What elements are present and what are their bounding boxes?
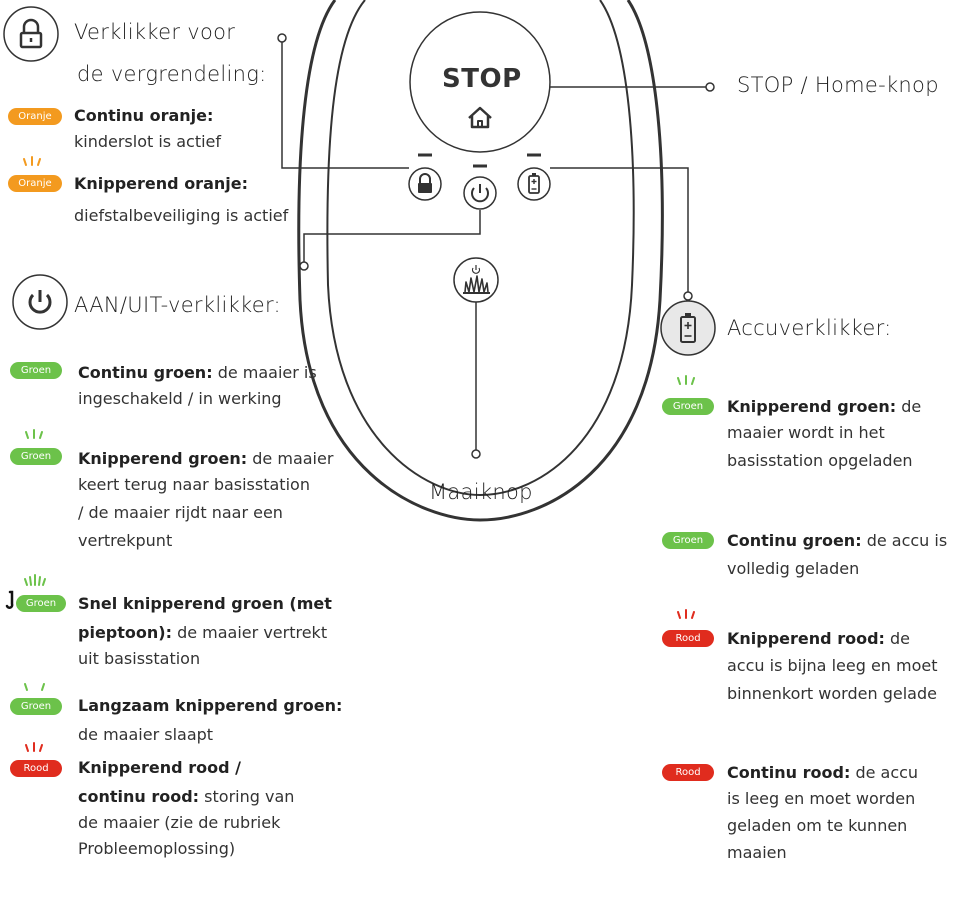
status-badge: Oranje — [8, 108, 62, 125]
item-desc: maaier wordt in het — [727, 423, 885, 442]
beep-icon — [5, 590, 14, 609]
item-desc: kinderslot is actief — [74, 132, 222, 151]
power-heading: AAN/UIT-verklikker: — [74, 293, 281, 317]
item-desc: vertrekpunt — [78, 531, 173, 550]
power-leader — [303, 210, 481, 262]
item-desc-inline: de — [901, 397, 922, 416]
power-icon — [463, 176, 497, 210]
blink-icon-power-1 — [25, 429, 43, 439]
item-desc: maaien — [727, 843, 787, 862]
item-title-cont: pieptoon): — [78, 623, 172, 642]
blink-icon-battery-red — [677, 609, 695, 619]
stop-button-circle — [409, 11, 551, 153]
item-desc: is leeg en moet worden — [727, 789, 916, 808]
item-title: Continu rood: — [727, 763, 851, 782]
item-title: Knipperend rood: — [727, 629, 885, 648]
lock-leader — [281, 42, 409, 169]
battery-icon — [517, 167, 551, 201]
list-item: continu rood: storing van — [78, 784, 294, 810]
slow-blink-icon — [24, 683, 45, 691]
item-desc: volledig geladen — [727, 559, 860, 578]
battery-heading: Accuverklikker: — [727, 316, 892, 340]
item-title-cont: continu rood: — [78, 787, 200, 806]
item-desc: diefstalbeveiliging is actief — [74, 206, 289, 225]
lock-heading-line2: de vergrendeling: — [77, 62, 267, 86]
status-badge: Groen — [662, 532, 714, 549]
status-badge: Rood — [662, 764, 714, 781]
item-desc: Probleemoplossing) — [78, 839, 236, 858]
list-item: Continu groen: de maaier is — [78, 360, 317, 386]
mow-button-callout: Maaiknop — [429, 480, 533, 504]
leader-lines — [277, 33, 715, 459]
stop-button: STOP — [442, 64, 522, 94]
header-battery-icon — [660, 300, 716, 356]
item-desc: / de maaier rijdt naar een — [78, 503, 283, 522]
list-item: Knipperend rood: de — [727, 626, 910, 652]
panel-inner-outline — [326, 0, 635, 497]
item-title: Continu groen: — [78, 363, 213, 382]
status-badge: Oranje — [8, 175, 62, 192]
fast-blink-icon — [24, 574, 46, 586]
item-desc-inline: storing van — [204, 787, 295, 806]
item-title: Knipperend oranje: — [74, 174, 248, 193]
list-item: Continu rood: de accu — [727, 760, 918, 786]
item-desc-inline: de accu is — [866, 531, 948, 550]
item-title: Continu groen: — [727, 531, 862, 550]
list-item: Knipperend groen: de — [727, 394, 921, 420]
item-desc-inline: de — [890, 629, 911, 648]
status-badge: Groen — [10, 698, 62, 715]
item-title: Knipperend rood / — [78, 758, 241, 777]
lock-icon — [408, 167, 442, 201]
home-icon — [468, 106, 492, 129]
item-desc: de maaier (zie de rubriek — [78, 813, 281, 832]
header-power-icon — [12, 274, 68, 330]
item-title: Snel knipperend groen (met — [78, 594, 332, 613]
item-desc: uit basisstation — [78, 649, 201, 668]
item-desc: ingeschakeld / in werking — [78, 389, 282, 408]
item-desc-inline: de maaier vertrekt — [177, 623, 328, 642]
item-desc: binnenkort worden gelade — [727, 684, 937, 703]
blink-icon-lock — [23, 156, 41, 166]
item-desc-inline: de accu — [855, 763, 919, 782]
list-item: Continu groen: de accu is — [727, 528, 947, 554]
item-desc: keert terug naar basisstation — [78, 475, 310, 494]
battery-leader — [550, 167, 689, 292]
status-badge: Groen — [10, 362, 62, 379]
item-desc: accu is bijna leeg en moet — [727, 656, 938, 675]
header-lock-icon — [3, 6, 59, 62]
status-badge: Groen — [662, 398, 714, 415]
item-desc: geladen om te kunnen — [727, 816, 908, 835]
item-desc: basisstation opgeladen — [727, 451, 913, 470]
item-desc-inline: de maaier is — [217, 363, 317, 382]
stop-home-callout: STOP / Home-knop — [737, 73, 939, 97]
panel-outer-outline — [297, 0, 664, 522]
lock-heading-line1: Verklikker voor — [74, 20, 236, 44]
list-item: Knipperend groen: de maaier — [78, 446, 333, 472]
item-desc-inline: de maaier — [252, 449, 334, 468]
status-badge: Rood — [662, 630, 714, 647]
item-title: Langzaam knipperend groen: — [78, 696, 343, 715]
mow-button-icon — [453, 257, 499, 303]
status-badge: Groen — [10, 448, 62, 465]
blink-icon-battery-green — [677, 375, 695, 385]
status-badge: Rood — [10, 760, 62, 777]
item-title: Continu oranje: — [74, 106, 214, 125]
item-title: Knipperend groen: — [727, 397, 897, 416]
status-badge: Groen — [16, 595, 66, 612]
list-item: pieptoon): de maaier vertrekt — [78, 620, 327, 646]
item-title: Knipperend groen: — [78, 449, 248, 468]
blink-icon-power-red — [25, 742, 43, 752]
item-desc: de maaier slaapt — [78, 725, 214, 744]
